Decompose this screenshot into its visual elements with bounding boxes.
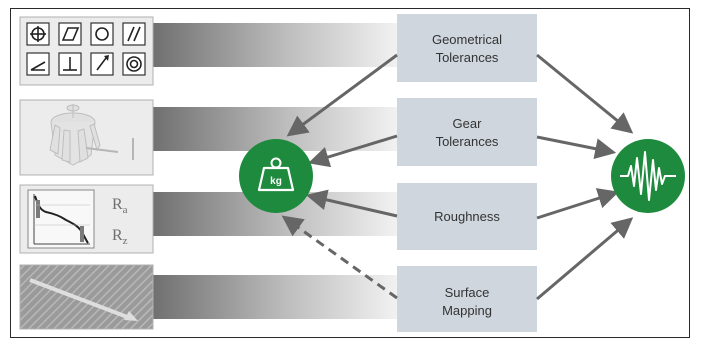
roughness-profile-icon (19, 184, 154, 254)
arrow-gear-to-weight (307, 134, 398, 168)
arrow-surface-to-vibration (536, 217, 634, 301)
box-roughness-line1: Roughness (434, 209, 500, 224)
arrow-gear-to-vibration (536, 135, 617, 160)
arrow-roughness-to-weight (305, 189, 398, 218)
band-geometrical (150, 23, 398, 67)
box-geometrical-tolerances: Geometrical Tolerances (397, 14, 537, 82)
weight-node: kg (239, 139, 313, 213)
weight-icon-label: kg (270, 176, 282, 187)
circularity-icon (90, 22, 114, 46)
angularity-icon (26, 52, 50, 76)
concentricity-icon (122, 52, 146, 76)
arrow-geometrical-to-vibration (536, 53, 634, 134)
box-gear-line1: Gear (453, 116, 483, 131)
flatness-icon (58, 22, 82, 46)
perpendicularity-icon (58, 52, 82, 76)
rz-label: Rz (112, 227, 128, 247)
position-icon (26, 22, 50, 46)
band-surface (150, 275, 398, 319)
runout-icon (90, 52, 114, 76)
box-surface-line1: Surface (445, 285, 490, 300)
vibration-signal-icon (620, 151, 676, 201)
box-geometrical-line1: Geometrical (432, 32, 502, 47)
parallelism-icon (122, 22, 146, 46)
box-gear-tolerances: Gear Tolerances (397, 98, 537, 166)
gear-icon (19, 99, 154, 176)
vibration-node (611, 139, 685, 213)
arrow-surface-to-weight (281, 215, 398, 300)
box-surface-mapping: Surface Mapping (397, 266, 537, 332)
weight-icon: kg (257, 157, 295, 192)
arrows (281, 53, 634, 301)
arrow-geometrical-to-weight (286, 53, 398, 137)
arrow-roughness-to-vibration (536, 188, 619, 220)
box-gear-line2: Tolerances (436, 134, 499, 149)
tolerance-symbols-panel (19, 16, 154, 86)
ra-label: Ra (112, 196, 128, 216)
box-roughness: Roughness (397, 183, 537, 250)
surface-texture-icon (19, 264, 154, 330)
box-geometrical-line2: Tolerances (436, 50, 499, 65)
box-surface-line2: Mapping (442, 303, 492, 318)
